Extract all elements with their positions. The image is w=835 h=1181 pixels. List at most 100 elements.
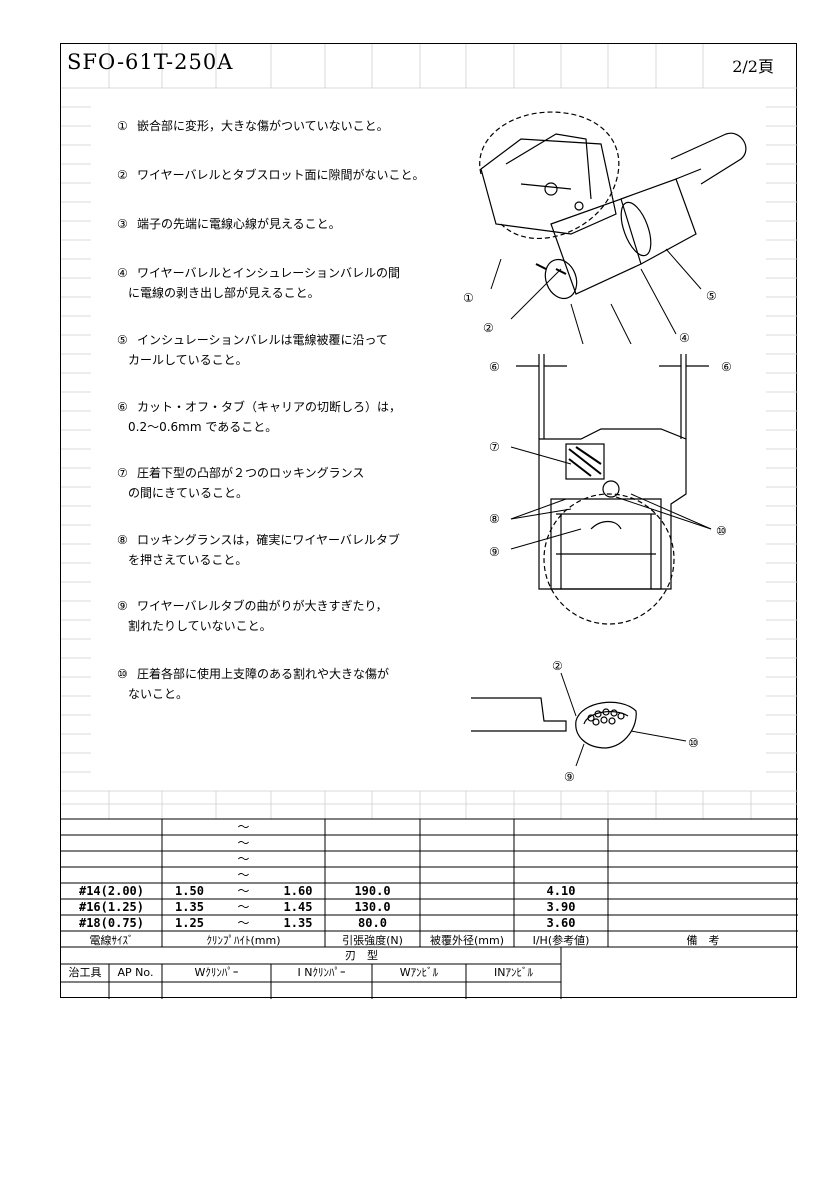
- inspection-item: ⑩ 圧着各部に使用上支障のある割れや大きな傷が ないこと。: [117, 664, 389, 704]
- item-text: 0.2～0.6mm であること。: [128, 420, 278, 434]
- crimp-shape: [575, 701, 637, 749]
- inspection-item: ② ワイヤーバレルとタブスロット面に隙間がないこと。: [117, 165, 425, 185]
- background-grid: [61, 44, 798, 999]
- range-separator: ～: [237, 852, 250, 866]
- header-ih: I/H(参考値): [532, 934, 590, 947]
- table-row: #16(1.25) 1.35 ～ 1.45 130.0 3.90: [61, 899, 798, 915]
- callout: ⑨: [564, 770, 575, 784]
- range-separator: ～: [237, 868, 250, 882]
- ap-number-label: AP No.: [117, 966, 154, 979]
- table-row: ～: [61, 851, 798, 867]
- insulation-height: 3.90: [546, 900, 576, 914]
- item-number: ⑦: [117, 466, 128, 480]
- item-text: 嵌合部に変形，大きな傷がついていないこと。: [137, 119, 389, 133]
- item-number: ①: [117, 119, 128, 133]
- item-text: 圧着各部に使用上支障のある割れや大きな傷が: [137, 667, 390, 681]
- table-row: #18(0.75) 1.25 ～ 1.35 80.0 3.60: [61, 915, 798, 931]
- receptacle-box: [550, 498, 662, 590]
- item-text: ワイヤーバレルとタブスロット面に隙間がないこと。: [137, 168, 425, 182]
- range-separator: ～: [237, 900, 250, 914]
- header-notes: 備 考: [686, 934, 720, 947]
- wire-size: #16(1.25): [78, 900, 145, 914]
- table-row: ～: [61, 819, 798, 835]
- item-text: 圧着下型の凸部が２つのロッキングランス: [137, 466, 365, 480]
- wire-end: [544, 258, 578, 300]
- terminal-strip: [471, 697, 567, 732]
- in-crimper-label: I Nｸﾘﾝﾊﾟｰ: [297, 966, 346, 979]
- callout: ⑦: [489, 440, 500, 454]
- wire-size: #14(2.00): [78, 884, 145, 898]
- insulation-barrel: [620, 178, 697, 265]
- range-separator: ～: [237, 916, 250, 930]
- in-anvil-label: INｱﾝﾋﾞﾙ: [494, 966, 533, 979]
- item-number: ⑩: [117, 667, 128, 681]
- insulation-height: 4.10: [546, 884, 576, 898]
- callout: ④: [679, 331, 690, 344]
- crimp-cross-section-figure: ② ⑩ ⑨: [471, 659, 699, 784]
- item-number: ⑨: [117, 599, 128, 613]
- range-separator: ～: [237, 820, 250, 834]
- tensile-strength: 190.0: [354, 884, 391, 898]
- callout: ②: [552, 659, 563, 673]
- callout: ⑧: [489, 512, 500, 526]
- crimp-height-max: 1.60: [283, 884, 313, 898]
- header-tensile: 引張強度(N): [342, 934, 403, 947]
- item-text: ロッキングランスは，確実にワイヤーバレルタブ: [137, 533, 400, 547]
- cable: [670, 132, 747, 185]
- item-text: に電線の剥き出し部が見えること。: [128, 286, 320, 300]
- range-separator: ～: [237, 884, 250, 898]
- item-text: インシュレーションバレルは電線被覆に沿って: [137, 333, 388, 347]
- callout: ⑨: [489, 545, 500, 559]
- item-text: カールしていること。: [128, 353, 248, 367]
- header-outer-diameter: 被覆外径(mm): [429, 934, 504, 947]
- inspection-item: ⑧ ロッキングランスは，確実にワイヤーバレルタブ を押さえていること。: [117, 530, 400, 570]
- crimp-height-min: 1.50: [175, 884, 204, 898]
- crimp-height-min: 1.25: [175, 916, 204, 930]
- receptacle-body: [480, 138, 617, 235]
- item-number: ②: [117, 168, 128, 182]
- callout: ⑩: [688, 736, 699, 750]
- table-row: #14(2.00) 1.50 ～ 1.60 190.0 4.10: [61, 883, 798, 899]
- wire-size: #18(0.75): [78, 916, 145, 930]
- callout: ②: [483, 321, 494, 335]
- item-text: 端子の先端に電線心線が見えること。: [137, 217, 341, 231]
- item-number: ⑧: [117, 533, 128, 547]
- tensile-strength: 130.0: [354, 900, 391, 914]
- item-number: ⑤: [117, 333, 128, 347]
- tensile-strength: 80.0: [358, 916, 387, 930]
- page-number: 2/2頁: [732, 57, 774, 76]
- table-row: ～: [61, 835, 798, 851]
- callout: ⑤: [706, 289, 717, 303]
- callout: ⑥: [489, 360, 500, 374]
- inspection-item: ① 嵌合部に変形，大きな傷がついていないこと。: [117, 116, 389, 136]
- inspection-circle: [543, 493, 675, 625]
- inspection-item: ⑤ インシュレーションバレルは電線被覆に沿って カールしていること。: [117, 330, 388, 370]
- item-text: 割れたりしていないこと。: [128, 619, 272, 633]
- callout: ⑩: [716, 524, 727, 538]
- tooling-label: 治工具: [68, 966, 102, 979]
- callout: ①: [463, 291, 474, 305]
- crimp-height-min: 1.35: [175, 900, 204, 914]
- table-row: ～: [61, 867, 798, 883]
- wire-barrel: [550, 198, 642, 295]
- w-crimper-label: Wｸﾘﾝﾊﾟｰ: [194, 966, 239, 979]
- range-separator: ～: [237, 836, 250, 850]
- terminal-top-view-figure: ⑥ ⑥ ⑦ ⑧ ⑨ ⑩ ①: [489, 354, 732, 625]
- item-text: ワイヤーバレルとインシュレーションバレルの間: [137, 266, 401, 280]
- insulation-height: 3.60: [546, 916, 576, 930]
- item-text: ないこと。: [128, 687, 189, 701]
- signature-line: [722, 997, 797, 998]
- header-wire-size: 電線ｻｲｽﾞ: [89, 934, 134, 947]
- callout: ⑥: [721, 360, 732, 374]
- header-crimp-height: ｸﾘﾝﾌﾟﾊｲﾄ(mm): [206, 934, 281, 947]
- mating-area-circle: [479, 111, 620, 239]
- item-text: ワイヤーバレルタブの曲がりが大きすぎたり，: [137, 599, 388, 613]
- inspection-item: ⑦ 圧着下型の凸部が２つのロッキングランス の間にきていること。: [117, 463, 364, 503]
- item-text: を押さえていること。: [128, 553, 248, 567]
- w-anvil-label: Wｱﾝﾋﾞﾙ: [399, 966, 439, 979]
- tooling-title: 刃 型: [345, 949, 378, 962]
- item-text: の間にきていること。: [128, 486, 249, 500]
